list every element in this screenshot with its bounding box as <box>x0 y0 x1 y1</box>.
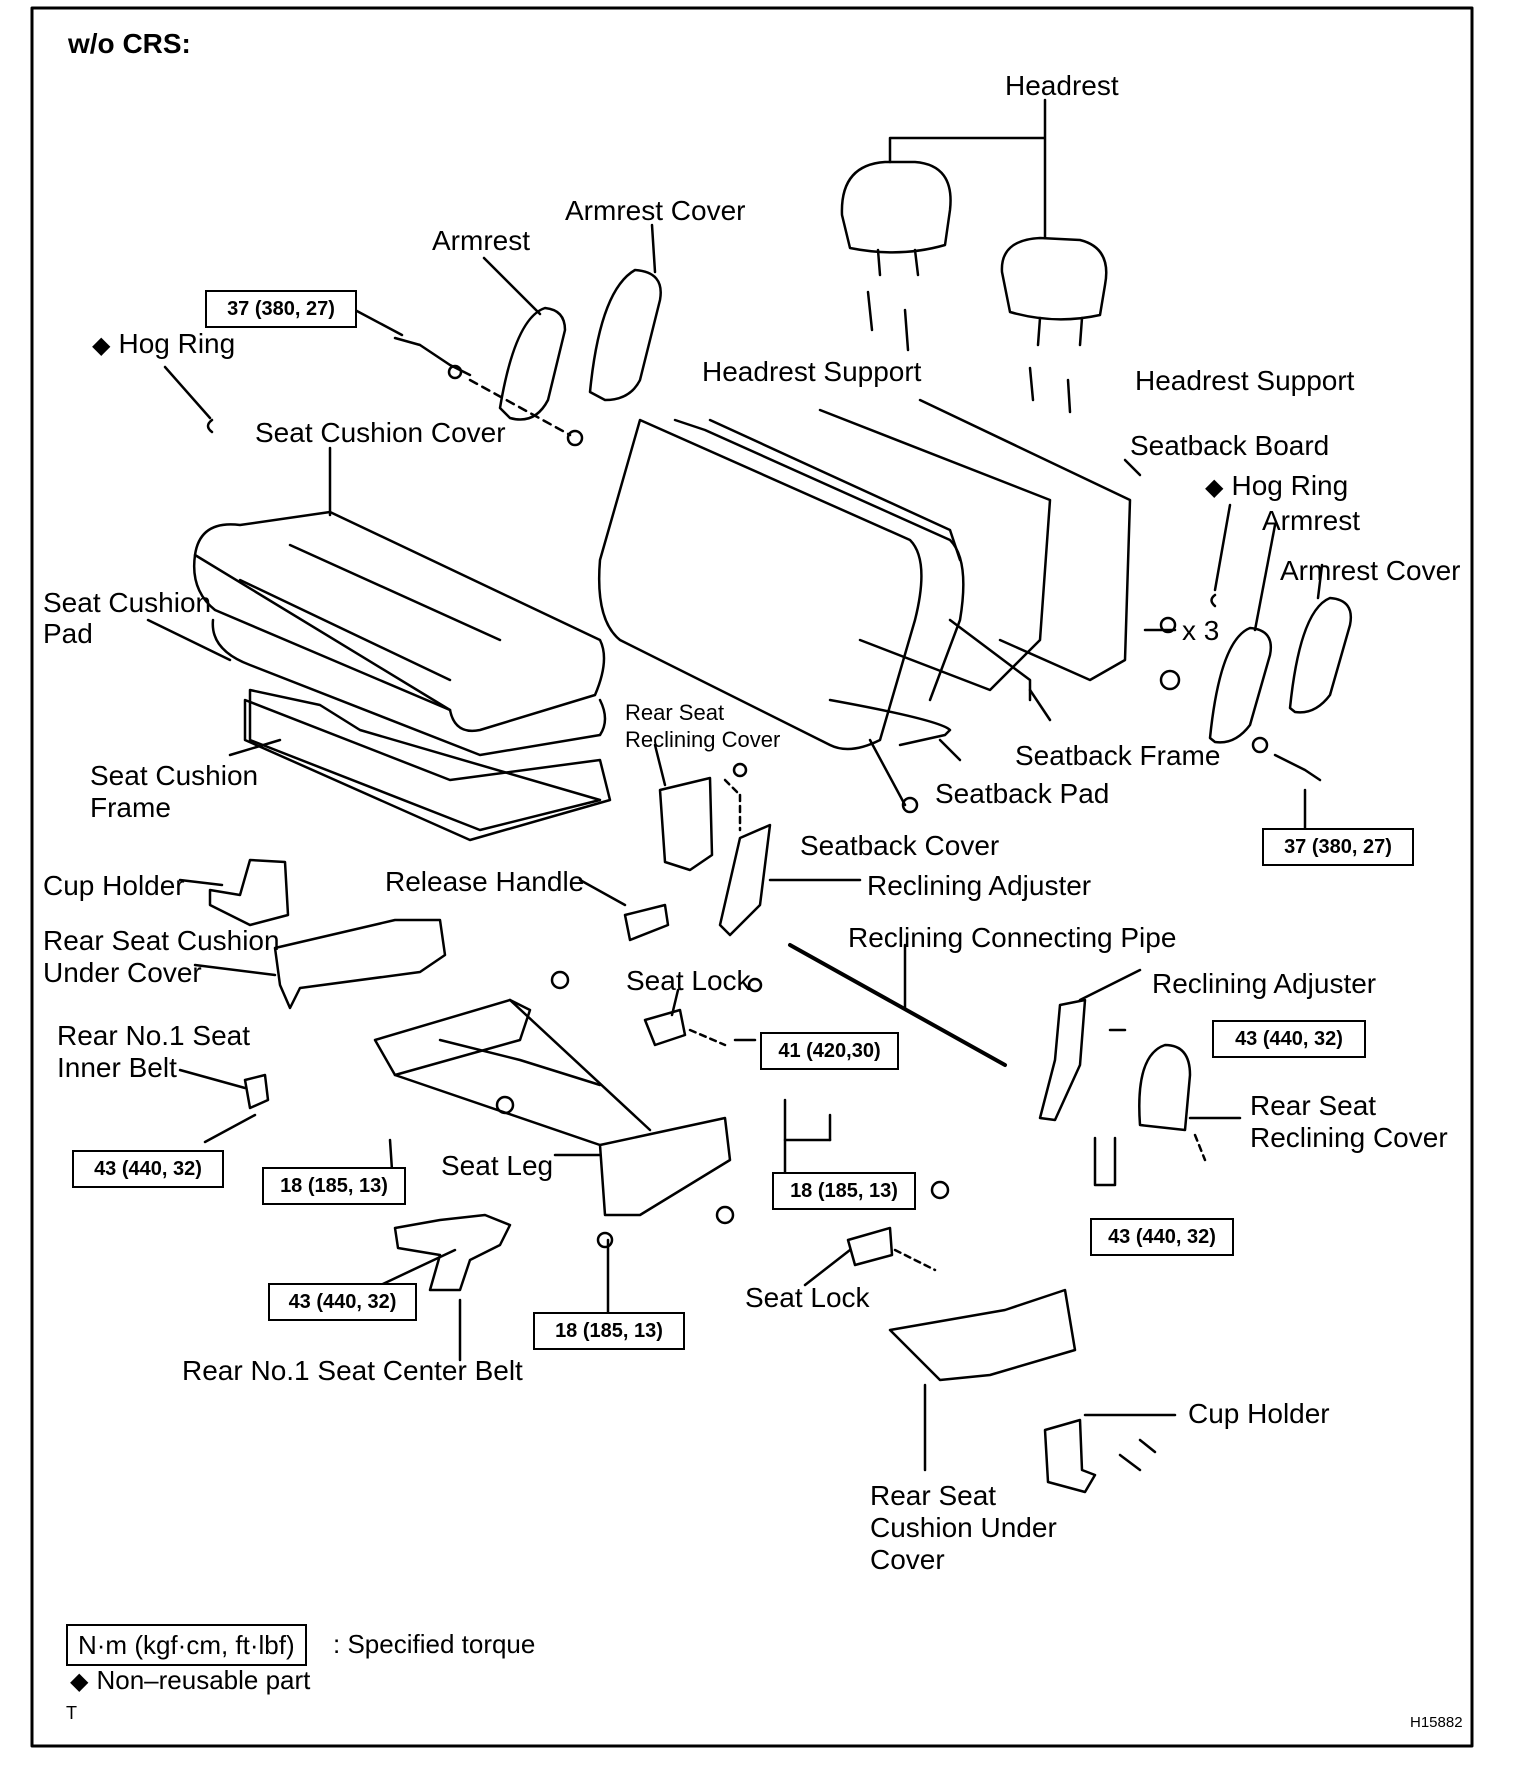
center-belt-shape <box>393 1213 512 1292</box>
torque-seat-leg-left: 18 (185, 13) <box>262 1167 406 1205</box>
label-inner-belt-1: Rear No.1 Seat <box>57 1020 250 1051</box>
torque-center-belt: 43 (440, 32) <box>268 1283 417 1321</box>
cup-holder-right-shape <box>1043 1418 1097 1494</box>
label-reclining-pipe: Reclining Connecting Pipe <box>848 922 1177 953</box>
label-center-belt: Rear No.1 Seat Center Belt <box>182 1355 523 1386</box>
label-reclining-cover-top-2: Reclining Cover <box>625 727 781 752</box>
torque-reclining-adjuster-right: 43 (440, 32) <box>1212 1020 1366 1058</box>
label-headrest: Headrest <box>1005 70 1119 101</box>
legend-torque-unit: N·m (kgf·cm, ft·lbf) <box>66 1624 307 1666</box>
seat-lock-bottom-shape <box>846 1226 894 1267</box>
label-seat-cushion-cover: Seat Cushion Cover <box>255 417 506 448</box>
variant-label: w/o CRS: <box>68 28 191 59</box>
label-reclining-cover-right-2: Reclining Cover <box>1250 1122 1448 1153</box>
headrest-right-shape <box>1000 236 1108 414</box>
release-handle-shape <box>623 903 670 942</box>
torque-reclining-adjuster-right-lower: 43 (440, 32) <box>1090 1218 1234 1256</box>
label-hog-ring-left: ◆ Hog Ring <box>92 328 235 362</box>
armrest-cover-left-shape <box>588 268 662 402</box>
seat-cushion-frame-shape <box>243 698 612 842</box>
label-headrest-support-left: Headrest Support <box>702 356 922 387</box>
legend-torque-desc: : Specified torque <box>333 1629 536 1659</box>
label-inner-belt-2: Inner Belt <box>57 1052 177 1083</box>
label-seat-lock-top: Seat Lock <box>626 965 751 996</box>
label-seatback-board: Seatback Board <box>1130 430 1330 461</box>
label-under-cover-right-1: Rear Seat <box>870 1480 997 1511</box>
seat-lock-top-shape <box>643 1008 687 1047</box>
label-seatback-cover: Seatback Cover <box>800 830 1000 861</box>
seat-leg-shape <box>373 998 732 1217</box>
non-reusable-icon: ◆ <box>1205 474 1224 501</box>
label-under-cover-left-2: Under Cover <box>43 957 202 988</box>
label-seat-cushion-frame-1: Seat Cushion <box>90 760 259 791</box>
hog-ring-right-text: Hog Ring <box>1231 470 1349 501</box>
reclining-adjuster-right-shape <box>1038 998 1087 1122</box>
label-reclining-adjuster-left: Reclining Adjuster <box>867 870 1092 901</box>
label-under-cover-right-2: Cushion Under <box>870 1512 1057 1543</box>
reclining-cover-right-shape <box>1138 1043 1192 1132</box>
non-reusable-icon: ◆ <box>70 1668 89 1695</box>
headrest-left-shape <box>840 160 952 352</box>
cup-holder-left-shape <box>208 858 290 927</box>
label-armrest-left: Armrest <box>432 225 530 256</box>
legend-non-reusable-text: Non–reusable part <box>96 1665 311 1695</box>
label-reclining-adjuster-right: Reclining Adjuster <box>1152 968 1377 999</box>
label-under-cover-right-3: Cover <box>870 1544 945 1575</box>
label-seat-leg: Seat Leg <box>441 1150 554 1181</box>
reclining-pipe-shape <box>788 943 1007 1067</box>
label-seatback-frame: Seatback Frame <box>1015 740 1221 771</box>
torque-seat-leg-right: 18 (185, 13) <box>772 1172 916 1210</box>
seat-cushion-shape <box>193 446 607 832</box>
label-cup-holder-left: Cup Holder <box>43 870 185 901</box>
label-seat-cushion-pad-1: Seat Cushion <box>43 587 212 618</box>
label-armrest-cover-right: Armrest Cover <box>1280 555 1461 586</box>
reclining-cover-top-shape <box>658 776 714 872</box>
hog-ring-left-text: Hog Ring <box>118 328 236 359</box>
label-cup-holder-right: Cup Holder <box>1188 1398 1330 1429</box>
armrest-right-shape <box>1208 626 1273 744</box>
label-headrest-support-right: Headrest Support <box>1135 365 1355 396</box>
torque-seat-leg-bottom: 18 (185, 13) <box>533 1312 685 1350</box>
label-seatback-pad: Seatback Pad <box>935 778 1110 809</box>
torque-armrest-left: 37 (380, 27) <box>205 290 357 328</box>
armrest-left-shape <box>498 306 567 421</box>
torque-inner-belt: 43 (440, 32) <box>72 1150 224 1188</box>
label-seat-cushion-frame-2: Frame <box>90 792 171 823</box>
corner-mark: T <box>66 1703 77 1723</box>
under-cover-right-shape <box>888 1288 1077 1382</box>
label-armrest-cover-left: Armrest Cover <box>565 195 746 226</box>
label-times-three: x 3 <box>1182 615 1220 646</box>
label-under-cover-left-1: Rear Seat Cushion <box>43 925 280 956</box>
torque-armrest-right: 37 (380, 27) <box>1262 828 1414 866</box>
armrest-cover-right-shape <box>1288 596 1353 714</box>
legend-non-reusable: ◆ Non–reusable part <box>70 1664 310 1698</box>
seatback-shapes <box>597 398 1132 751</box>
non-reusable-icon: ◆ <box>92 332 111 359</box>
label-seat-cushion-pad-2: Pad <box>43 618 93 649</box>
inner-belt-shape <box>243 1073 270 1110</box>
torque-seat-lock-top: 41 (420,30) <box>760 1032 899 1070</box>
label-armrest-right: Armrest <box>1262 505 1360 536</box>
reclining-adjuster-left-shape <box>718 823 772 937</box>
under-cover-left-shape <box>273 918 447 1010</box>
figure-id: H15882 <box>1410 1714 1463 1731</box>
label-reclining-cover-right-1: Rear Seat <box>1250 1090 1377 1121</box>
label-hog-ring-right: ◆ Hog Ring <box>1205 470 1348 504</box>
label-release-handle: Release Handle <box>385 866 585 897</box>
label-reclining-cover-top-1: Rear Seat <box>625 700 725 725</box>
figure-frame <box>30 6 1474 1748</box>
label-seat-lock-bottom: Seat Lock <box>745 1282 870 1313</box>
